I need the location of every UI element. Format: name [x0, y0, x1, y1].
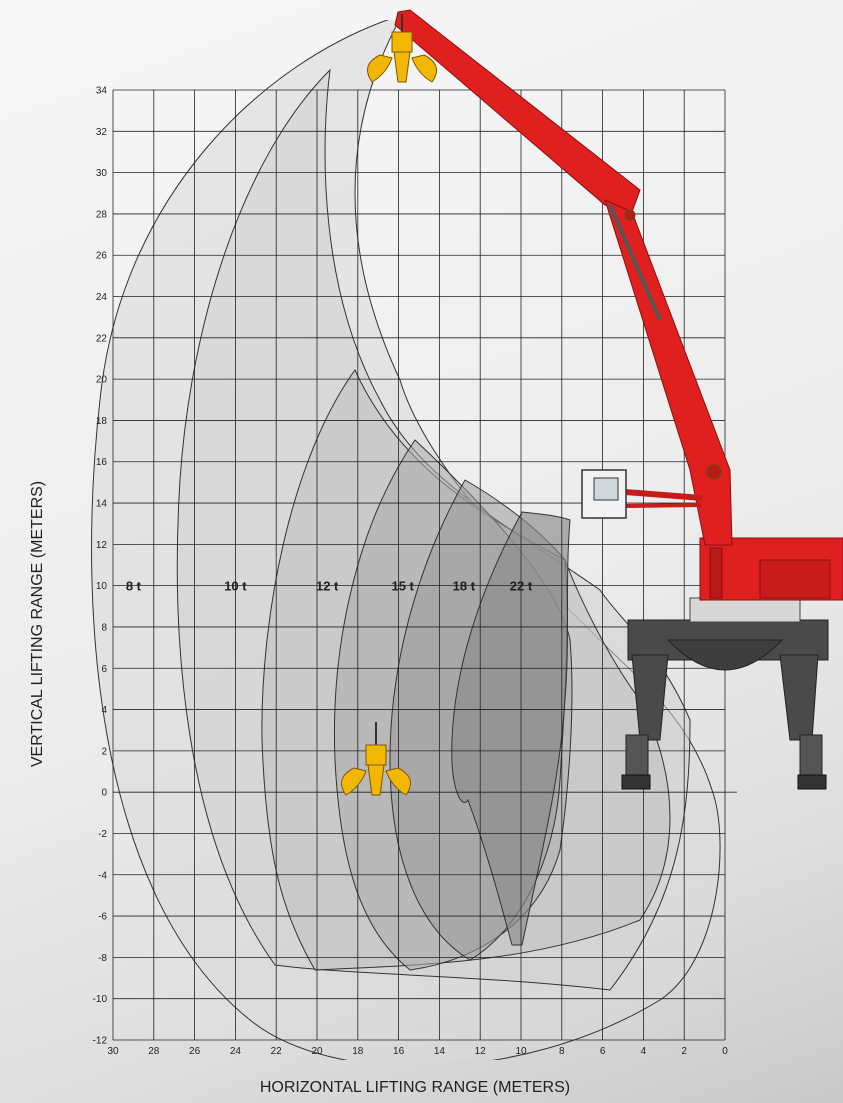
y-tick-label: 24: [96, 292, 108, 303]
capacity-label: 18 t: [453, 579, 476, 594]
capacity-label: 10 t: [224, 579, 247, 594]
y-tick-label: 2: [101, 746, 107, 757]
y-tick-labels: 3432302826242220181614121086420-2-4-6-8-…: [93, 86, 108, 1047]
x-tick-label: 28: [148, 1046, 160, 1057]
x-axis-title: HORIZONTAL LIFTING RANGE (METERS): [260, 1079, 570, 1096]
zone-22t-area: [451, 511, 571, 946]
y-tick-label: 26: [96, 251, 108, 262]
crane-boom: [394, 9, 733, 546]
x-tick-label: 12: [475, 1046, 487, 1057]
y-tick-label: 18: [96, 416, 108, 427]
y-tick-label: 32: [96, 127, 108, 138]
y-tick-label: 34: [96, 86, 108, 97]
grab-top-icon: [367, 14, 437, 83]
y-tick-label: 16: [96, 457, 108, 468]
x-tick-label: 10: [515, 1046, 527, 1057]
operator-cab: [581, 469, 703, 519]
x-tick-label: 0: [722, 1046, 728, 1057]
crane-gantry: [621, 619, 829, 790]
capacity-label: 8 t: [126, 579, 142, 594]
y-tick-label: 22: [96, 333, 108, 344]
capacity-label: 22 t: [510, 579, 533, 594]
y-tick-label: 0: [101, 788, 107, 799]
x-tick-label: 4: [641, 1046, 647, 1057]
y-tick-label: -8: [98, 953, 107, 964]
x-tick-label: 26: [189, 1046, 201, 1057]
y-tick-label: 30: [96, 168, 108, 179]
capacity-zones: [91, 20, 721, 1060]
capacity-label: 15 t: [391, 579, 414, 594]
y-axis-title: VERTICAL LIFTING RANGE (METERS): [29, 481, 46, 767]
y-tick-label: -6: [98, 912, 107, 923]
x-tick-label: 6: [600, 1046, 606, 1057]
x-tick-label: 2: [681, 1046, 687, 1057]
y-tick-label: 28: [96, 209, 108, 220]
grab-bottom-icon: [341, 722, 411, 796]
crane-illustration: [341, 9, 843, 796]
x-tick-label: 24: [230, 1046, 242, 1057]
y-tick-label: 20: [96, 375, 108, 386]
capacity-labels: 8 t 10 t 12 t 15 t 18 t 22 t: [126, 579, 533, 594]
x-tick-label: 30: [107, 1046, 119, 1057]
y-tick-label: -2: [98, 829, 107, 840]
y-tick-label: 8: [101, 622, 107, 633]
x-tick-label: 16: [393, 1046, 405, 1057]
y-tick-label: 12: [96, 540, 108, 551]
y-tick-label: -10: [93, 994, 108, 1005]
x-tick-label: 18: [352, 1046, 364, 1057]
y-tick-label: -12: [93, 1036, 108, 1047]
x-tick-label: 22: [271, 1046, 283, 1057]
crane-house: [689, 537, 843, 623]
capacity-label: 12 t: [316, 579, 339, 594]
x-tick-label: 8: [559, 1046, 565, 1057]
x-tick-label: 14: [434, 1046, 446, 1057]
y-tick-label: 10: [96, 581, 108, 592]
y-tick-label: 14: [96, 499, 108, 510]
y-tick-label: -4: [98, 870, 107, 881]
y-tick-label: 6: [101, 664, 107, 675]
y-tick-label: 4: [101, 705, 107, 716]
x-tick-label: 20: [311, 1046, 323, 1057]
